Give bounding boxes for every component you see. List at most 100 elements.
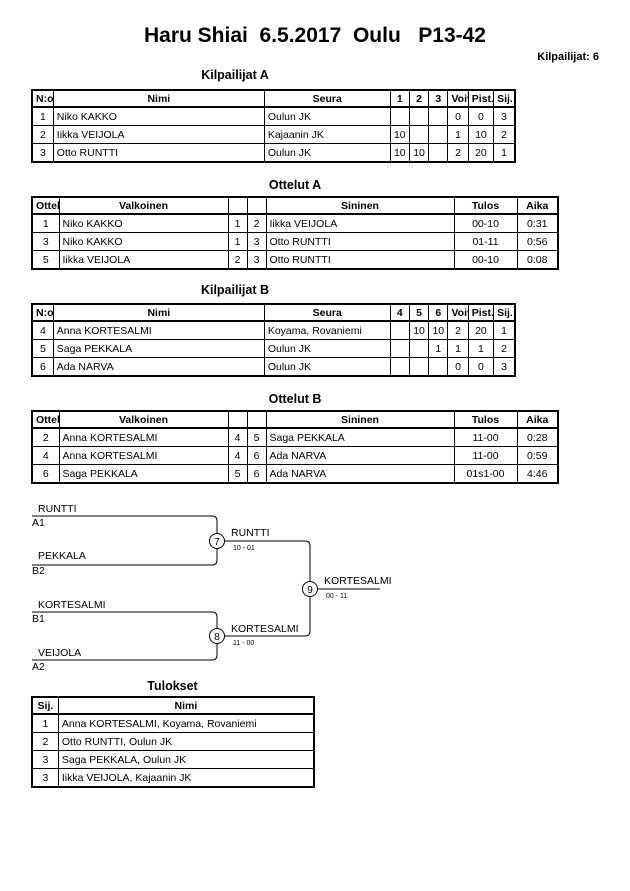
final-name: Saga PEKKALA, Oulun JK: [57, 750, 315, 769]
match-number: 5: [31, 250, 60, 270]
header-row: Sij.Nimi: [31, 696, 315, 715]
column-header: Pist.: [467, 303, 495, 322]
column-header: Sij.: [493, 303, 516, 322]
points: 20: [467, 320, 495, 340]
matches-a-title: Ottelut A: [268, 178, 322, 192]
competitor-name: Anna KORTESALMI: [52, 320, 265, 340]
semi1-bottom-name: PEKKALA: [38, 550, 86, 562]
matches-a-table: OtteluValkoinenSininenTulosAika1Niko KAK…: [31, 196, 559, 270]
final-name: Anna KORTESALMI, Koyama, Rovaniemi: [57, 713, 315, 733]
match-result: 00-10: [453, 250, 518, 270]
club: Kajaanin JK: [263, 125, 391, 144]
blue-number: 3: [246, 232, 267, 251]
final-name: Otto RUNTTI, Oulun JK: [57, 732, 315, 751]
column-header: Sij.: [493, 89, 516, 108]
bout-score: 10: [389, 143, 410, 163]
bout-score: [408, 125, 430, 144]
match-number: 4: [31, 446, 60, 465]
bout-score: [389, 357, 410, 377]
bout-score: [408, 357, 430, 377]
match-8-marker: [209, 628, 225, 644]
header-row: OtteluValkoinenSininenTulosAika: [31, 410, 559, 429]
competitor-number: 5: [31, 339, 54, 358]
blue-number: 3: [246, 250, 267, 270]
column-header: Sij.: [31, 696, 59, 715]
white-competitor: Niko KAKKO: [58, 213, 229, 233]
club: Koyama, Rovaniemi: [263, 320, 391, 340]
column-header: Nimi: [52, 303, 265, 322]
competitor-number: 3: [31, 143, 54, 163]
wins: 0: [447, 106, 469, 126]
blue-competitor: Saga PEKKALA: [265, 427, 455, 447]
semi2-top-name: KORTESALMI: [38, 599, 106, 611]
competitor-name: Niko KAKKO: [52, 106, 265, 126]
rank: 3: [493, 357, 516, 377]
competitor-number: 2: [31, 125, 54, 144]
bout-score: 10: [408, 320, 430, 340]
match-7-marker: [209, 533, 225, 549]
white-competitor: Iikka VEIJOLA: [58, 250, 229, 270]
final-rank: 1: [31, 713, 59, 733]
competitor-name: Saga PEKKALA: [52, 339, 265, 358]
blue-number: 6: [246, 464, 267, 484]
white-number: 5: [227, 464, 248, 484]
wins: 0: [447, 357, 469, 377]
blue-competitor: Ada NARVA: [265, 464, 455, 484]
club: Oulun JK: [263, 357, 391, 377]
blue-number: 2: [246, 213, 267, 233]
points: 20: [467, 143, 495, 163]
points: 10: [467, 125, 495, 144]
bout-score: [389, 106, 410, 126]
white-number: 4: [227, 427, 248, 447]
final-rank: 3: [31, 768, 59, 788]
match-number: 3: [31, 232, 60, 251]
wins: 1: [447, 125, 469, 144]
column-header: 6: [428, 303, 449, 322]
match-time: 0:28: [516, 427, 559, 447]
page-title: Haru Shiai 6.5.2017 Oulu P13-42: [144, 24, 486, 47]
bout-score: [389, 339, 410, 358]
competitor-number: 1: [31, 106, 54, 126]
bout-score: [428, 125, 449, 144]
match-time: 0:59: [516, 446, 559, 465]
column-header: 2: [408, 89, 430, 108]
final-rank: 3: [31, 750, 59, 769]
semi1-top-seed: A1: [32, 517, 45, 529]
semi1-score: 10 - 01: [233, 545, 255, 552]
bout-score: [428, 143, 449, 163]
club: Oulun JK: [263, 339, 391, 358]
match-number: 1: [31, 213, 60, 233]
match-time: 0:08: [516, 250, 559, 270]
club: Oulun JK: [263, 143, 391, 163]
semi2-bottom-name: VEIJOLA: [38, 647, 81, 659]
rank: 1: [493, 143, 516, 163]
bout-score: 10: [408, 143, 430, 163]
competitor-number: 4: [31, 320, 54, 340]
blue-competitor: Ada NARVA: [265, 446, 455, 465]
competitors-count: Kilpailijat: 6: [537, 51, 599, 63]
points: 0: [467, 106, 495, 126]
final-winner: KORTESALMI: [324, 575, 392, 587]
club: Oulun JK: [263, 106, 391, 126]
pool-b-title: Kilpailijat B: [200, 283, 270, 297]
column-header: Nimi: [52, 89, 265, 108]
final-name: Iikka VEIJOLA, Kajaanin JK: [57, 768, 315, 788]
semi2-top-seed: B1: [32, 613, 45, 625]
match-result: 00-10: [453, 213, 518, 233]
match-8-number: 8: [214, 632, 220, 643]
semi1-winner: RUNTTI: [231, 527, 270, 539]
white-competitor: Anna KORTESALMI: [58, 427, 229, 447]
white-number: 1: [227, 213, 248, 233]
bout-score: [428, 357, 449, 377]
blue-number: 5: [246, 427, 267, 447]
bout-score: [408, 339, 430, 358]
column-header: Sininen: [265, 410, 455, 429]
semi2-winner: KORTESALMI: [231, 623, 299, 635]
